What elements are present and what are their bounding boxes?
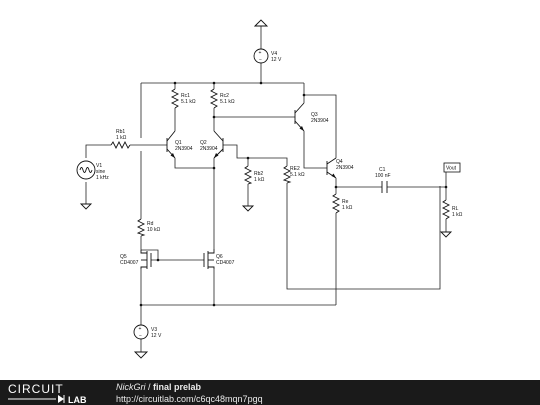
c1-capacitor: C1 100 nF	[375, 167, 391, 193]
rl-resistor: RL 1 kΩ	[439, 199, 463, 238]
wire-re2-bottom	[286, 183, 441, 290]
circuit-url[interactable]: http://circuitlab.com/c6qc48mqn7pgq	[116, 394, 263, 404]
junctions	[139, 81, 448, 307]
q3-part: 2N3904	[311, 118, 329, 124]
v1-name: V1	[96, 163, 102, 169]
q4-transistor: Q4 2N3904	[326, 157, 354, 179]
q5-name: Q5	[120, 254, 127, 260]
rb1-name: Rb1	[116, 129, 125, 135]
q2-part: 2N3904	[200, 146, 218, 152]
v4-value: 12 V	[271, 57, 282, 63]
q5-mosfet: Q5 CD4007	[120, 250, 152, 269]
vout-label: Vout	[443, 162, 461, 173]
re2-resistor: RE2 5.1 kΩ	[282, 165, 305, 184]
wire-q2-base	[223, 144, 288, 166]
circuit-schematic: + − V4 12 V + − V3 12 V V1 sine 1 kHz Rb…	[76, 19, 463, 359]
v3-supply: + − V3 12 V	[133, 324, 162, 359]
c1-value: 100 nF	[375, 173, 391, 179]
rc2-name: Rc2	[220, 93, 229, 99]
rl-name: RL	[452, 206, 459, 212]
q6-name: Q6	[216, 254, 223, 260]
rd-resistor: Rd 10 kΩ	[136, 218, 160, 237]
wire-q5-gate-drain	[141, 249, 159, 260]
q4-name: Q4	[336, 159, 343, 165]
circuitlab-logo: CIRCUIT LAB	[8, 382, 87, 404]
rc2-value: 5.1 kΩ	[220, 99, 235, 105]
q3-transistor: Q3 2N3904	[294, 102, 329, 132]
svg-text:+: +	[259, 50, 262, 56]
q4-part: 2N3904	[336, 165, 354, 171]
svg-text:CIRCUIT: CIRCUIT	[8, 382, 64, 396]
wire-v1-top	[85, 144, 111, 158]
rd-name: Rd	[147, 221, 154, 227]
rc1-resistor: Rc1 5.1 kΩ	[170, 88, 196, 109]
ground-icon	[133, 351, 149, 359]
author-name[interactable]: NickGri	[116, 382, 146, 392]
v4-supply: + − V4 12 V	[253, 19, 282, 64]
v3-name: V3	[151, 327, 157, 333]
re2-name: RE2	[290, 166, 300, 172]
q1-transistor: Q1 2N3904	[166, 130, 193, 159]
ground-icon	[439, 231, 453, 238]
wire-q4-collector	[304, 94, 337, 158]
sine-source-icon	[76, 160, 96, 180]
re-resistor: Re 1 kΩ	[331, 193, 353, 214]
v1-type: sine	[96, 169, 105, 175]
wires	[85, 63, 447, 325]
voltage-source-icon	[253, 48, 269, 64]
q6-mosfet: Q6 CD4007	[203, 249, 235, 269]
footer-bar: CIRCUIT LAB NickGri / final prelab http:…	[0, 380, 540, 405]
supply-arrow-icon	[253, 19, 269, 27]
q1-part: 2N3904	[175, 146, 193, 152]
v1-source: V1 sine 1 kHz	[76, 160, 109, 210]
svg-text:LAB: LAB	[68, 395, 87, 404]
rb1-value: 1 kΩ	[116, 135, 127, 141]
vout-text: Vout	[446, 166, 457, 172]
rb2-resistor: Rb2 1 kΩ	[241, 165, 265, 212]
v1-freq: 1 kHz	[96, 175, 109, 181]
rl-value: 1 kΩ	[452, 212, 463, 218]
re2-value: 5.1 kΩ	[290, 172, 305, 178]
schematic-title: NickGri / final prelab	[116, 382, 202, 392]
q1-name: Q1	[175, 140, 182, 146]
c1-name: C1	[379, 167, 386, 173]
ground-icon	[241, 205, 255, 212]
q3-name: Q3	[311, 112, 318, 118]
v3-value: 12 V	[151, 333, 162, 339]
rc1-name: Rc1	[181, 93, 190, 99]
wire-q1-emitter	[174, 158, 214, 169]
q2-name: Q2	[200, 140, 207, 146]
svg-text:−: −	[139, 333, 142, 339]
re-value: 1 kΩ	[342, 205, 353, 211]
q2-transistor: Q2 2N3904	[200, 130, 224, 159]
svg-text:−: −	[259, 57, 262, 63]
rd-value: 10 kΩ	[147, 227, 160, 233]
v4-name: V4	[271, 51, 277, 57]
svg-text:+: +	[139, 326, 142, 332]
rb2-value: 1 kΩ	[254, 177, 265, 183]
q6-part: CD4007	[216, 260, 235, 266]
ground-icon	[79, 203, 93, 210]
rc2-resistor: Rc2 5.1 kΩ	[209, 88, 235, 109]
rc1-value: 5.1 kΩ	[181, 99, 196, 105]
circuit-title: final prelab	[153, 382, 202, 392]
q5-part: CD4007	[120, 260, 139, 266]
wire-q3e-q4b	[303, 131, 327, 169]
rb2-name: Rb2	[254, 171, 263, 177]
re-name: Re	[342, 199, 349, 205]
rb1-resistor: Rb1 1 kΩ	[110, 129, 131, 150]
